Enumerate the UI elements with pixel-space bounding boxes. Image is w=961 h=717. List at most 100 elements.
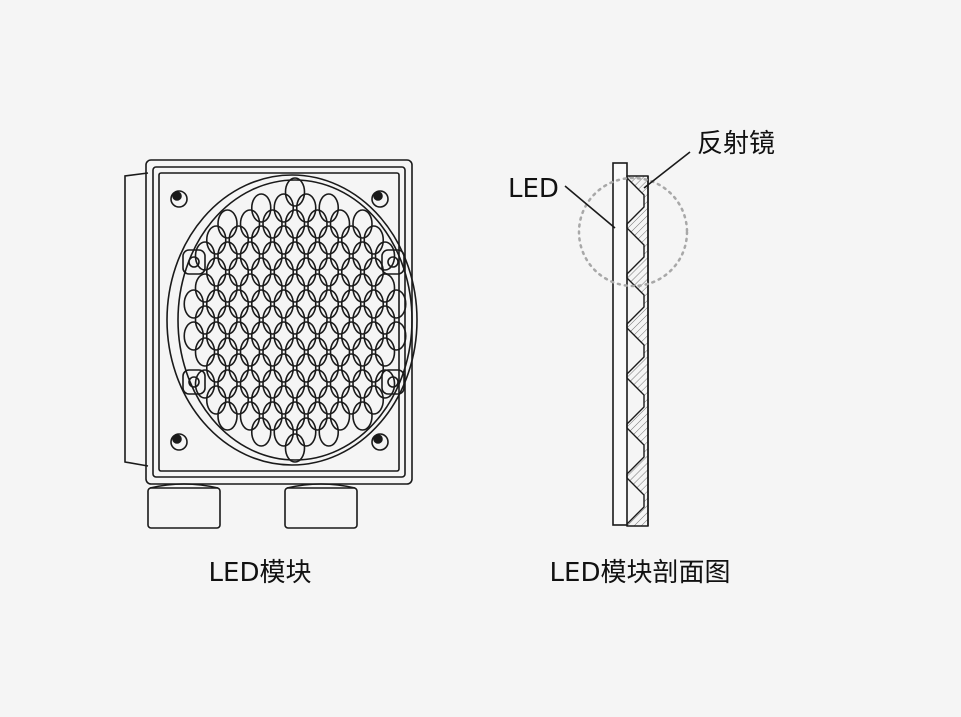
- reflector-profile: [626, 175, 649, 527]
- led-module-cross-section: [564, 151, 691, 527]
- led-lens: [273, 257, 295, 287]
- led-lens: [273, 289, 295, 319]
- led-lens: [295, 385, 317, 415]
- led-lens: [307, 273, 328, 303]
- led-lens: [228, 289, 250, 319]
- led-lens: [374, 305, 396, 335]
- led-lens: [352, 401, 373, 431]
- led-lens: [295, 417, 317, 447]
- led-lens: [228, 257, 250, 287]
- led-lens: [250, 193, 272, 223]
- led-lens: [273, 353, 295, 383]
- led-lens: [363, 257, 385, 287]
- module-side-plate: [124, 172, 149, 467]
- led-lens: [205, 289, 227, 319]
- connector-left: [147, 487, 221, 529]
- led-lens: [273, 321, 295, 351]
- led-lens: [205, 321, 227, 351]
- left-figure-caption: LED模块: [208, 558, 312, 588]
- led-lens: [329, 369, 351, 399]
- led-lens: [262, 337, 283, 367]
- corner-screws: [170, 190, 389, 451]
- led-lens: [329, 209, 351, 239]
- pcb-board: [612, 162, 628, 526]
- led-lens: [318, 289, 340, 319]
- led-lens: [239, 369, 261, 399]
- led-lens: [363, 385, 385, 415]
- led-lens: [273, 225, 295, 255]
- led-lens: [217, 369, 238, 399]
- led-lens: [363, 289, 385, 319]
- led-lens: [363, 321, 385, 351]
- led-lens: [329, 337, 351, 367]
- led-leader-line: [564, 185, 616, 229]
- led-lens: [250, 417, 272, 447]
- led-lens: [262, 305, 283, 335]
- led-lens: [205, 353, 227, 383]
- led-lens: [228, 353, 250, 383]
- led-lens: [284, 177, 306, 207]
- led-lens: [318, 417, 340, 447]
- led-lens: [250, 353, 272, 383]
- led-lens: [239, 273, 261, 303]
- led-lens: [307, 305, 328, 335]
- led-lens: [352, 209, 373, 239]
- led-lens: [284, 209, 306, 239]
- led-lens: [318, 257, 340, 287]
- led-lens: [262, 241, 283, 271]
- detail-highlight-circle: [577, 176, 689, 288]
- led-lens: [217, 337, 238, 367]
- led-lens: [295, 321, 317, 351]
- led-lens: [352, 369, 373, 399]
- led-lens: [205, 225, 227, 255]
- led-lens: [374, 337, 396, 367]
- led-lens: [329, 273, 351, 303]
- led-lens: [262, 401, 283, 431]
- led-lens: [307, 209, 328, 239]
- led-lens: [239, 305, 261, 335]
- module-housing-inner: [152, 166, 406, 478]
- led-lens: [217, 305, 238, 335]
- led-lens: [228, 225, 250, 255]
- led-lens: [194, 273, 216, 303]
- led-module-front-view: [124, 159, 418, 529]
- led-lens: [295, 289, 317, 319]
- led-lens: [284, 273, 306, 303]
- led-lens: [183, 289, 205, 319]
- led-lens: [284, 241, 306, 271]
- right-figure-caption: LED模块剖面图: [549, 558, 731, 588]
- led-lens: [183, 321, 205, 351]
- led-lens: [318, 353, 340, 383]
- led-lens: [340, 257, 362, 287]
- led-lens: [217, 273, 238, 303]
- connector-left-top: [149, 483, 219, 489]
- led-lens: [284, 369, 306, 399]
- led-lens-array: [183, 177, 407, 463]
- callout-led-label: LED: [508, 174, 559, 204]
- led-lens: [228, 321, 250, 351]
- led-lens: [352, 337, 373, 367]
- led-lens: [295, 353, 317, 383]
- led-lens: [284, 305, 306, 335]
- led-lens: [318, 225, 340, 255]
- led-lens: [239, 337, 261, 367]
- led-lens: [307, 401, 328, 431]
- led-lens: [239, 209, 261, 239]
- led-lens: [352, 305, 373, 335]
- led-lens: [363, 353, 385, 383]
- led-lens: [217, 241, 238, 271]
- led-lens: [340, 289, 362, 319]
- led-lens: [385, 321, 407, 351]
- led-lens: [329, 241, 351, 271]
- led-lens: [307, 337, 328, 367]
- led-lens: [307, 241, 328, 271]
- led-lens: [363, 225, 385, 255]
- led-lens: [352, 273, 373, 303]
- led-lens: [295, 257, 317, 287]
- led-lens: [273, 417, 295, 447]
- led-lens: [340, 225, 362, 255]
- led-lens: [228, 385, 250, 415]
- led-lens: [352, 241, 373, 271]
- led-lens: [329, 305, 351, 335]
- led-lens: [318, 193, 340, 223]
